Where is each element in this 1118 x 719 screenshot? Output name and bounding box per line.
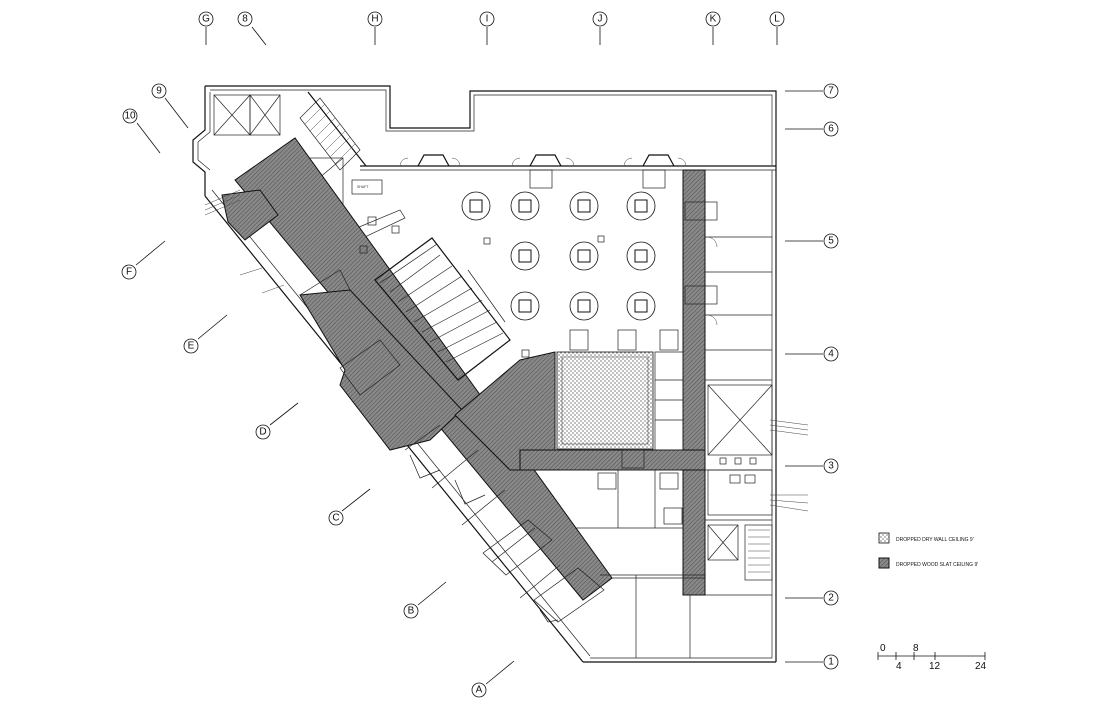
- svg-text:DROPPED WOOD SLAT CEILING 9': DROPPED WOOD SLAT CEILING 9': [896, 562, 978, 568]
- scale-label-4: 4: [896, 661, 902, 672]
- legend: DROPPED DRY WALL CEILING 9' DROPPED WOOD…: [878, 532, 978, 569]
- wood-slat-ceiling: [221, 137, 706, 601]
- svg-text:3: 3: [828, 461, 834, 472]
- svg-text:A: A: [476, 685, 483, 696]
- svg-text:5: 5: [828, 236, 834, 247]
- svg-text:1: 1: [828, 657, 834, 668]
- svg-text:7: 7: [828, 86, 834, 97]
- grid-bubble-E: E: [183, 338, 199, 354]
- grid-bubble-3: 3: [823, 458, 839, 474]
- svg-text:10: 10: [124, 111, 136, 122]
- legend-item-dry-wall: DROPPED DRY WALL CEILING 9': [878, 532, 974, 544]
- svg-text:L: L: [774, 14, 780, 25]
- svg-text:9: 9: [156, 86, 162, 97]
- north-bay-windows: [399, 154, 687, 189]
- svg-text:C: C: [332, 513, 339, 524]
- grid-bubble-H: H: [367, 11, 383, 27]
- svg-text:H: H: [371, 14, 378, 25]
- grid-bubble-5: 5: [823, 233, 839, 249]
- grid-bubble-8: 8: [237, 11, 253, 27]
- grid-bubble-I: I: [479, 11, 495, 27]
- grid-bubble-L: L: [769, 11, 785, 27]
- southwest-rooms: [299, 269, 605, 623]
- grid-bubble-G: G: [198, 11, 214, 27]
- east-rooms: [560, 201, 773, 658]
- grid-bubble-F: F: [121, 264, 137, 280]
- grid-bubble-1: 1: [823, 654, 839, 670]
- grid-bubble-6: 6: [823, 121, 839, 137]
- svg-text:SHAFT: SHAFT: [357, 185, 369, 189]
- svg-text:E: E: [188, 341, 195, 352]
- svg-text:4: 4: [828, 349, 834, 360]
- svg-text:B: B: [408, 606, 415, 617]
- legend-item-wood-slat: DROPPED WOOD SLAT CEILING 9': [878, 557, 978, 569]
- svg-text:F: F: [126, 267, 132, 278]
- svg-text:K: K: [710, 14, 717, 25]
- svg-text:J: J: [598, 14, 603, 25]
- svg-text:6: 6: [828, 124, 834, 135]
- svg-text:DROPPED DRY WALL CEILING 9': DROPPED DRY WALL CEILING 9': [896, 537, 974, 543]
- svg-text:8: 8: [242, 14, 248, 25]
- grid-bubble-10: 10: [122, 108, 138, 124]
- svg-text:2: 2: [828, 593, 834, 604]
- grid-bubble-A: A: [471, 682, 487, 698]
- scale-bar: 0 8 4 12 24: [877, 643, 987, 672]
- scale-label-8: 8: [913, 643, 919, 654]
- svg-text:I: I: [486, 14, 489, 25]
- auditorium-stair: [374, 237, 511, 381]
- ceiling-fixtures: [359, 191, 656, 358]
- scale-label-12: 12: [929, 661, 941, 672]
- grid-bubble-9: 9: [151, 83, 167, 99]
- annotation-leaders: [204, 189, 809, 512]
- dry-wall-ceiling: [556, 351, 654, 450]
- grid-bubble-D: D: [255, 424, 271, 440]
- scale-label-0: 0: [880, 643, 886, 654]
- grid-bubble-4: 4: [823, 346, 839, 362]
- grid-leaders: [135, 26, 823, 685]
- grid-bubble-J: J: [592, 11, 608, 27]
- grid-bubble-K: K: [705, 11, 721, 27]
- scale-label-24: 24: [975, 661, 987, 672]
- grid-bubble-C: C: [328, 510, 344, 526]
- grid-bubble-7: 7: [823, 83, 839, 99]
- grid-bubble-2: 2: [823, 590, 839, 606]
- grid-bubble-B: B: [403, 603, 419, 619]
- svg-text:G: G: [202, 14, 210, 25]
- svg-text:D: D: [259, 427, 266, 438]
